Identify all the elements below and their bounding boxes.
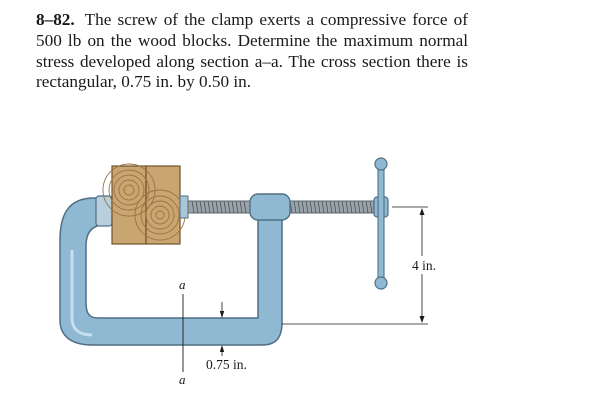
clamp-boss — [249, 193, 291, 221]
handle-knob-bottom — [374, 276, 388, 290]
problem-number: 8–82. — [36, 10, 75, 29]
wood-block-right — [145, 165, 181, 245]
wood-grain — [102, 163, 186, 241]
clamp-frame — [59, 197, 283, 346]
problem-text: The screw of the clamp exerts a compress… — [36, 10, 468, 92]
problem-statement: 8–82.The screw of the clamp exerts a com… — [36, 10, 468, 93]
handle-knob-top — [374, 157, 388, 171]
section-label-top: a — [179, 277, 186, 292]
screw-threads — [191, 200, 373, 214]
dim-075-arrow-down — [219, 311, 225, 318]
handle-bar — [377, 163, 385, 283]
dim-arrow-down — [419, 316, 425, 323]
dim-height-label: 4 in. — [412, 258, 436, 273]
clamp-pad — [95, 195, 113, 227]
dim-label-bg — [410, 256, 440, 274]
dim-width-label: 0.75 in. — [206, 357, 247, 372]
section-label-bottom: a — [179, 372, 186, 387]
frame-highlight — [70, 250, 93, 337]
dim-075-arrow-up — [219, 345, 225, 352]
screw-pad — [179, 195, 189, 219]
dim-arrow-up — [419, 208, 425, 215]
